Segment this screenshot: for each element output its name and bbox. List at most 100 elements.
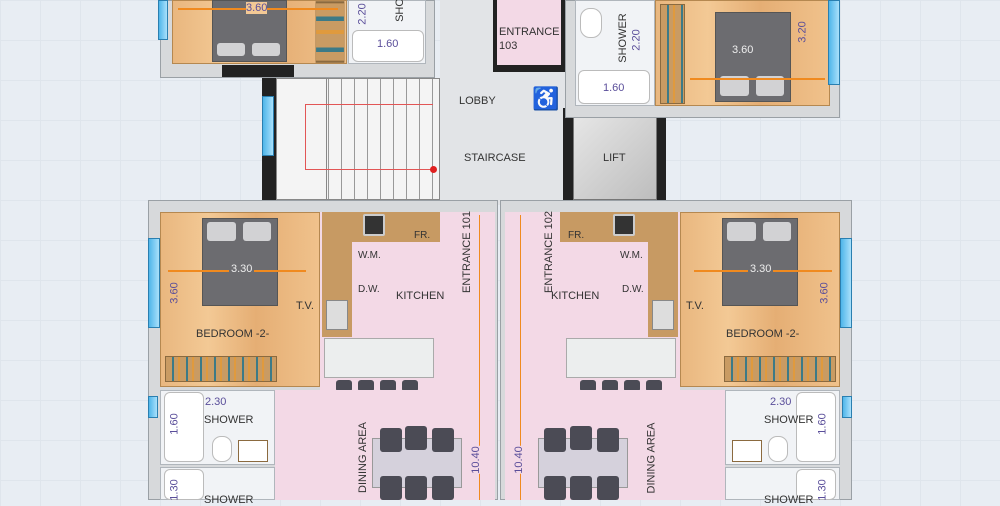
dining-chair bbox=[570, 426, 592, 450]
label-entrance-102: ENTRANCE 102 bbox=[542, 211, 555, 293]
bar-stool bbox=[602, 380, 618, 392]
label-dishwasher: D.W. bbox=[622, 284, 644, 295]
label-tv: T.V. bbox=[686, 300, 704, 312]
bathtub-icon bbox=[578, 70, 650, 104]
dimension-label: 1.60 bbox=[377, 38, 399, 50]
bar-stool bbox=[380, 380, 396, 392]
wardrobe bbox=[660, 4, 685, 104]
dimension-label: 1.60 bbox=[168, 413, 181, 435]
dining-chair bbox=[405, 426, 427, 450]
dimension-label: 1.30 bbox=[168, 479, 181, 501]
bar-stool bbox=[580, 380, 596, 392]
bed bbox=[202, 218, 278, 306]
dimension-label: 2.30 bbox=[770, 396, 792, 408]
window bbox=[262, 96, 274, 156]
label-lobby: LOBBY bbox=[459, 95, 496, 107]
dimension-label: 3.30 bbox=[748, 263, 774, 275]
label-staircase: STAIRCASE bbox=[464, 152, 526, 164]
dimension-label: 10.40 bbox=[512, 446, 525, 474]
bathtub-icon bbox=[796, 392, 836, 462]
label-shower: SHOWER bbox=[764, 414, 814, 426]
toilet-icon bbox=[212, 436, 232, 462]
label-dining-area: DINING AREA bbox=[356, 422, 369, 493]
dimension-label: 1.30 bbox=[816, 479, 829, 501]
dining-chair bbox=[544, 476, 566, 500]
bathtub-icon bbox=[352, 30, 424, 62]
top-right-bed bbox=[715, 12, 791, 102]
bar-stool bbox=[624, 380, 640, 392]
dimension-label: 2.20 bbox=[356, 3, 369, 25]
bar-stool bbox=[336, 380, 352, 392]
label-dishwasher: D.W. bbox=[358, 284, 380, 295]
stair-landing bbox=[277, 79, 327, 199]
window bbox=[828, 0, 840, 85]
dining-chair bbox=[544, 428, 566, 452]
bar-stool bbox=[402, 380, 418, 392]
label-tv: T.V. bbox=[296, 300, 314, 312]
bathtub-icon bbox=[164, 392, 204, 462]
window bbox=[158, 0, 168, 40]
washbasin-icon bbox=[238, 440, 268, 462]
dining-chair bbox=[380, 428, 402, 452]
dimension-label: 3.60 bbox=[246, 2, 268, 14]
entrance-103-floor bbox=[497, 0, 561, 65]
window bbox=[148, 238, 160, 328]
dimension-arrow bbox=[690, 78, 825, 80]
dimension-label: 2.30 bbox=[205, 396, 227, 408]
label-fridge: FR. bbox=[414, 230, 431, 241]
label-shower: SHOWER bbox=[204, 414, 254, 426]
label-shower-2: SHOWER bbox=[204, 494, 254, 506]
wheelchair-icon: ♿ bbox=[532, 86, 560, 111]
label-entrance-101: ENTRANCE 101 bbox=[460, 211, 473, 293]
dimension-label: 2.20 bbox=[630, 29, 643, 51]
label-lift: LIFT bbox=[603, 152, 626, 164]
wardrobe bbox=[165, 356, 277, 382]
stair-start-dot bbox=[430, 166, 437, 173]
window bbox=[840, 238, 852, 328]
dining-chair bbox=[597, 428, 619, 452]
label-bedroom-2: BEDROOM -2- bbox=[196, 328, 270, 340]
dimension-label: 3.60 bbox=[168, 282, 181, 304]
toilet-icon bbox=[580, 8, 602, 38]
dimension-label: 1.60 bbox=[603, 82, 625, 94]
wall-segment bbox=[222, 65, 294, 77]
label-bedroom-2: BEDROOM -2- bbox=[726, 328, 800, 340]
label-kitchen: KITCHEN bbox=[396, 290, 445, 302]
label-dining-area: DINING AREA bbox=[645, 422, 658, 494]
dimension-label: 3.30 bbox=[229, 263, 255, 275]
label-fridge: FR. bbox=[568, 230, 585, 241]
top-left-wardrobe bbox=[315, 1, 345, 63]
dimension-label: 3.20 bbox=[796, 21, 809, 43]
dimension-label: 1.60 bbox=[816, 413, 829, 435]
window bbox=[842, 396, 852, 418]
stove-icon bbox=[613, 214, 635, 236]
bar-stool bbox=[646, 380, 662, 392]
dining-chair bbox=[405, 476, 427, 500]
sink-icon bbox=[326, 300, 348, 330]
dimension-line bbox=[479, 215, 480, 500]
dining-chair bbox=[380, 476, 402, 500]
dimension-line bbox=[520, 215, 521, 500]
dining-chair bbox=[597, 476, 619, 500]
room-label-shower: SHO bbox=[393, 0, 406, 22]
dining-chair bbox=[432, 428, 454, 452]
label-entrance-103-number: 103 bbox=[499, 40, 518, 52]
dining-chair bbox=[570, 476, 592, 500]
toilet-icon bbox=[768, 436, 788, 462]
label-entrance-103: ENTRANCE bbox=[499, 26, 560, 38]
stair-direction-arrow bbox=[305, 104, 433, 170]
dimension-label: 10.40 bbox=[469, 446, 482, 474]
lift-car bbox=[573, 116, 657, 200]
wardrobe bbox=[724, 356, 836, 382]
kitchen-island bbox=[324, 338, 434, 378]
room-label-shower: SHOWER bbox=[616, 13, 629, 63]
bed bbox=[722, 218, 798, 306]
bar-stool bbox=[358, 380, 374, 392]
label-shower-2: SHOWER bbox=[764, 494, 814, 506]
label-washing-machine: W.M. bbox=[620, 250, 643, 261]
stove-icon bbox=[363, 214, 385, 236]
washbasin-icon bbox=[732, 440, 762, 462]
bathtub-icon bbox=[164, 469, 204, 500]
dimension-label: 3.60 bbox=[818, 282, 831, 304]
kitchen-island bbox=[566, 338, 676, 378]
